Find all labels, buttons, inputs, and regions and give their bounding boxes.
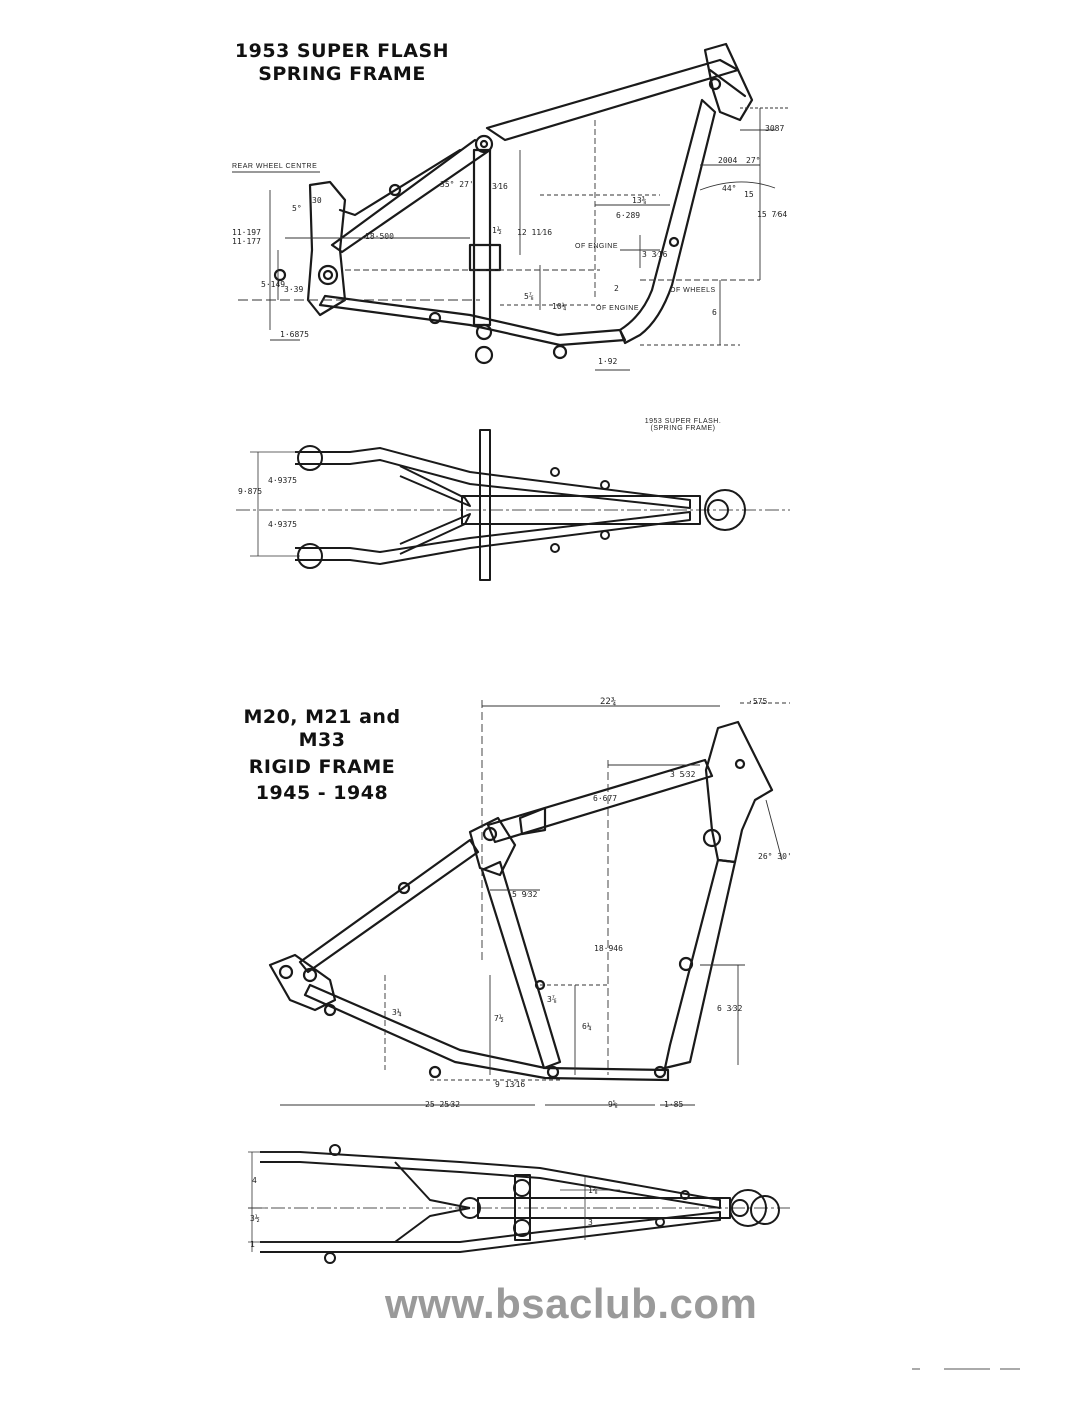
- plan-dim-4: 4: [252, 1176, 257, 1185]
- super-flash-plan-label: 1953 SUPER FLASH. (SPRING FRAME): [628, 418, 738, 432]
- plan-dim-1-5-8: 1⅝: [588, 1186, 598, 1195]
- m20-side-view: [268, 720, 774, 1082]
- dim-11-177: 11·177: [232, 237, 261, 246]
- dim-5-deg: 5°: [292, 204, 302, 213]
- super-flash-plan-dimensions: [250, 451, 300, 557]
- dim-3-5-32: 3 5⁄32: [670, 770, 696, 779]
- m20-plan-view: [248, 1144, 790, 1264]
- plan-dim-4-9375-upper: 4·9375: [268, 476, 297, 485]
- website-watermark: www.bsaclub.com: [385, 1280, 758, 1327]
- dim-15: 15: [744, 190, 754, 199]
- dim-3-3-16: 3 3⁄16: [642, 250, 668, 259]
- dim-9-5-8: 9⅝: [608, 1100, 618, 1109]
- dim-11-197: 11·197: [232, 228, 261, 237]
- dim-1-1-2: 1½: [492, 226, 502, 235]
- dim-44-deg: 44°: [722, 184, 737, 193]
- super-flash-plan-view: [236, 429, 790, 581]
- dim-10-1-4: 10¼: [552, 302, 567, 311]
- plan-dim-4-9375-lower: 4·9375: [268, 520, 297, 529]
- dim-30: 30: [312, 196, 322, 205]
- plan-dim-1: 1: [250, 1240, 255, 1249]
- plan-dim-3-1-2: 3½: [250, 1214, 260, 1223]
- super-flash-side-view: [273, 42, 754, 365]
- dim-3-7-8: 3⅞: [547, 995, 557, 1004]
- dim-7-1-2: 7½: [494, 1014, 504, 1023]
- dim-26-30: 26° 30': [758, 852, 792, 861]
- plan-dim-3: 3: [588, 1218, 593, 1227]
- m20-title-line3: 1945 - 1948: [255, 782, 389, 805]
- dim-3-39: 3·39: [284, 285, 304, 294]
- super-flash-title-line1: 1953 SUPER FLASH: [234, 40, 450, 62]
- dim-5-149: 5·149: [261, 280, 286, 289]
- dim-18-946: 18·946: [594, 944, 623, 953]
- dim-1-6875: 1·6875: [280, 330, 309, 339]
- super-flash-plan-label-line2: (SPRING FRAME): [650, 425, 716, 432]
- centre-engine-label: OF ENGINE: [575, 243, 619, 250]
- dim-575: ·575: [748, 697, 768, 706]
- dim-1-92: 1·92: [598, 357, 618, 366]
- dim-22-3-4: 22¾: [600, 697, 617, 707]
- dim-6677: 6·677: [593, 794, 618, 803]
- dim-6-1-4: 6¼: [582, 1022, 592, 1031]
- dim-1-85: 1·85: [664, 1100, 684, 1109]
- centre-engine-label-2: OF ENGINE: [596, 305, 640, 312]
- dim-13-3-8: 13⅜: [632, 196, 647, 205]
- m20-plan-dimensions: [248, 1151, 620, 1252]
- dim-3087: 3087: [765, 124, 785, 133]
- dim-3-1-4: 3¼: [392, 1008, 402, 1017]
- dim-35-27: 35° 27': [440, 180, 474, 189]
- super-flash-plan-label-line1: 1953 SUPER FLASH.: [644, 418, 722, 425]
- super-flash-dimension-lines: [232, 107, 790, 371]
- dim-5-7-8: 5⅞: [524, 292, 534, 301]
- centre-wheels-label: OF WHEELS: [670, 287, 716, 294]
- dim-25-25-32: 25 25⁄32: [425, 1100, 461, 1109]
- dim-12-11-16: 12 11⁄16: [517, 228, 553, 237]
- m20-title-line2: RIGID FRAME: [248, 755, 396, 778]
- super-flash-title: 1953 SUPER FLASH SPRING FRAME: [222, 40, 462, 86]
- dim-15-7-64: 15 7⁄64: [757, 210, 788, 219]
- dim-18500: 18·500: [365, 232, 394, 241]
- dim-6-3-32: 6 3⁄32: [717, 1004, 743, 1013]
- dim-9-13-16: 9 13⁄16: [495, 1080, 526, 1089]
- dim-3-16-top: 3⁄16: [492, 182, 508, 191]
- dim-27-deg: 27°: [746, 156, 761, 165]
- m20-title-line1: M20, M21 and M33: [243, 706, 401, 751]
- m20-dimension-lines: [280, 700, 790, 1106]
- dim-2: 2: [614, 284, 619, 293]
- dim-2004: 2004: [718, 156, 738, 165]
- dim-5-9-32: 5 9⁄32: [512, 890, 538, 899]
- m20-title: M20, M21 and M33 RIGID FRAME 1945 - 1948: [222, 706, 422, 805]
- plan-dim-9-875: 9·875: [238, 487, 263, 496]
- rear-wheel-centre-label: REAR WHEEL CENTRE: [232, 163, 318, 170]
- super-flash-title-line2: SPRING FRAME: [258, 62, 426, 85]
- dim-6289: 6·289: [616, 211, 641, 220]
- dim-6: 6: [712, 308, 717, 317]
